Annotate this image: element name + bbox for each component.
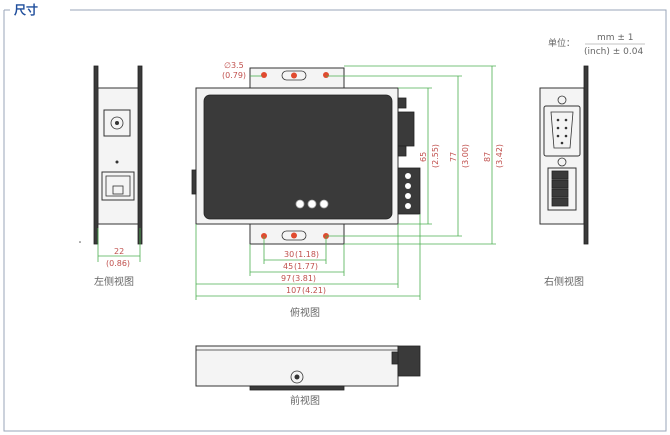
dim-w30-inch: (1.18) bbox=[295, 250, 319, 259]
front-connector-icon bbox=[397, 345, 421, 377]
mount-slot-icon bbox=[281, 70, 307, 81]
dim-h77-mm: 77 bbox=[449, 152, 458, 162]
indicator-led-icon bbox=[295, 199, 305, 209]
dim-h65-mm: 65 bbox=[419, 152, 428, 162]
dim-hole-mm: ∅3.5 bbox=[224, 61, 244, 70]
top-view: ∅3.5 (0.79) 65 (2.55) 77 (3.00) 87 (3.42… bbox=[191, 61, 504, 319]
unit-imperial: (inch) ± 0.04 bbox=[584, 47, 643, 57]
dim-w30-mm: 30 bbox=[284, 250, 294, 259]
unit-metric: mm ± 1 bbox=[597, 33, 634, 43]
left-view-caption: 左侧视图 bbox=[94, 275, 134, 288]
dim-depth-mm: 22 bbox=[114, 247, 124, 256]
dim-w107-mm: 107 bbox=[286, 286, 301, 295]
mount-hole-icon bbox=[261, 72, 267, 78]
dim-h87-inch: (3.42) bbox=[495, 144, 504, 168]
dim-w97-mm: 97 bbox=[281, 274, 291, 283]
dim-h87-mm: 87 bbox=[483, 152, 492, 162]
dim-w45-mm: 45 bbox=[283, 262, 293, 271]
front-jack-icon bbox=[290, 370, 304, 384]
dim-w107-inch: (4.21) bbox=[302, 286, 326, 295]
front-view-caption: 前视图 bbox=[290, 394, 320, 407]
dim-depth-inch: (0.86) bbox=[106, 259, 130, 268]
left-side-view: 22 (0.86) 左侧视图 bbox=[79, 65, 143, 288]
section-title: 尺寸 bbox=[14, 2, 38, 17]
dim-w97-inch: (3.81) bbox=[292, 274, 316, 283]
led-icon bbox=[115, 160, 119, 164]
dim-h65-inch: (2.55) bbox=[431, 144, 440, 168]
right-view-caption: 右侧视图 bbox=[544, 275, 584, 288]
db9-connector-icon bbox=[543, 105, 581, 157]
top-view-caption: 俯视图 bbox=[290, 306, 320, 319]
frame bbox=[3, 9, 667, 432]
right-side-view: 右侧视图 bbox=[539, 65, 589, 288]
dim-w45-inch: (1.77) bbox=[294, 262, 318, 271]
unit-label: 单位： bbox=[548, 37, 575, 49]
front-view: 前视图 bbox=[195, 345, 421, 407]
dim-hole-inch: (0.79) bbox=[222, 71, 246, 80]
terminal-block-icon bbox=[397, 167, 421, 215]
unit-note: 单位： mm ± 1 (inch) ± 0.04 bbox=[548, 33, 645, 57]
top-panel bbox=[203, 94, 393, 220]
dim-h77-inch: (3.00) bbox=[461, 144, 470, 168]
